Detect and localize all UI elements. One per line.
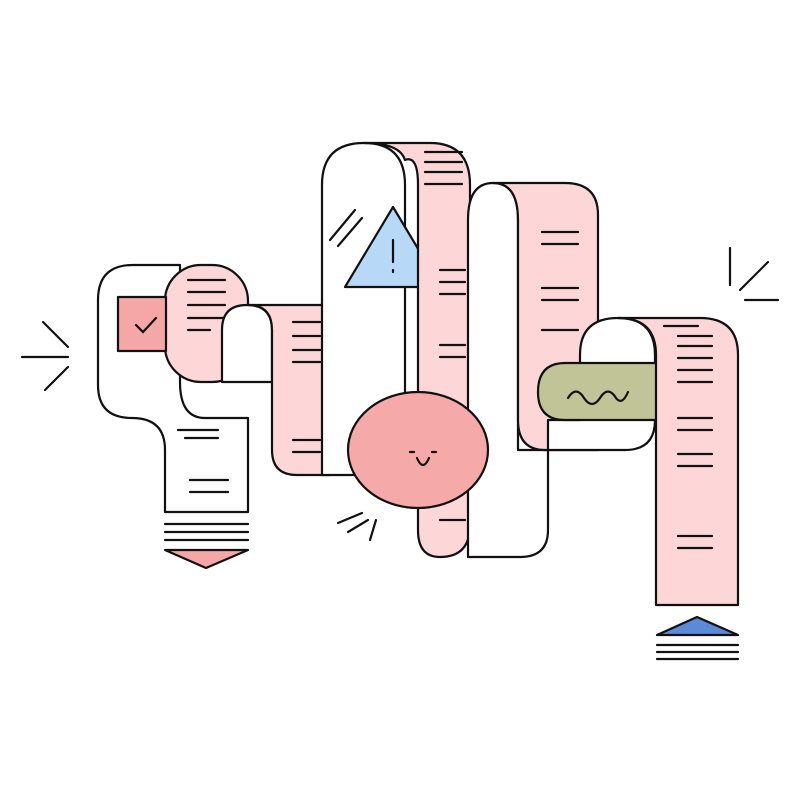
text-lines: [662, 324, 714, 550]
squiggle-pill: [536, 361, 662, 422]
middle-pink-ribbon: [246, 303, 332, 477]
checkmark-icon: [134, 316, 158, 334]
text-lines: [176, 278, 230, 494]
text-lines: [423, 150, 467, 522]
right-sparkle-lines: [728, 246, 780, 302]
squiggle-icon: [566, 390, 630, 406]
down-arrow-icon: [163, 522, 250, 570]
text-lines: [291, 320, 322, 454]
checkbox: [116, 295, 168, 353]
up-arrow-icon: [655, 615, 740, 661]
right-pink-ribbon: [616, 316, 740, 607]
middle-white-bump: [220, 303, 274, 384]
smiley-face-icon: [346, 390, 490, 510]
left-sparkle-lines: [20, 320, 70, 392]
sparkle-lines: [336, 511, 378, 542]
sparkle-lines: [328, 208, 364, 248]
text-lines: [540, 230, 580, 332]
